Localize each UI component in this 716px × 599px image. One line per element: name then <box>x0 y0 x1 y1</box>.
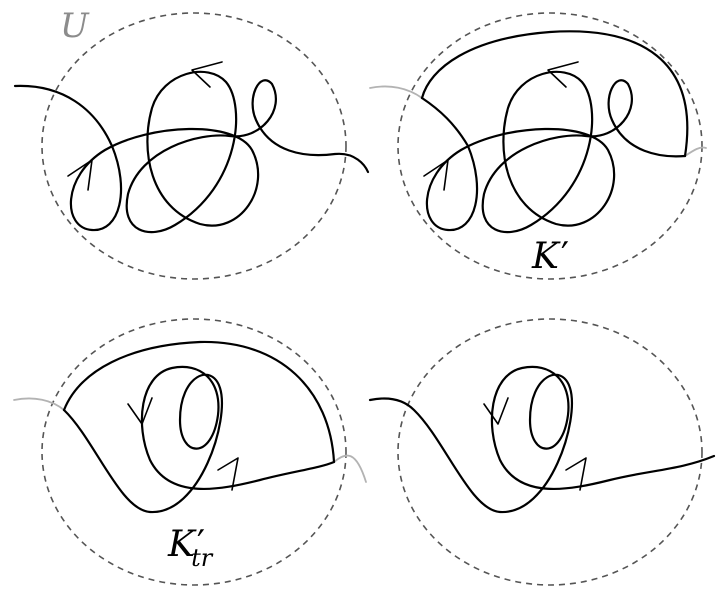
label-main: K <box>167 524 197 565</box>
panel-bottom-left: K′tr <box>13 318 367 586</box>
direction-arrow <box>217 457 239 491</box>
label-subscript: tr <box>191 544 214 572</box>
neighborhood-boundary <box>397 12 703 280</box>
label-prime: ′ <box>561 236 569 277</box>
panel-top-left: U <box>13 6 370 280</box>
closing-arc <box>420 30 689 158</box>
label-prime: ′ <box>197 524 205 565</box>
direction-arrow <box>127 397 153 425</box>
panel-label-K-prime-tr: K′tr <box>167 524 214 572</box>
knot-tangle <box>13 70 370 234</box>
outside-strand-left <box>369 85 423 99</box>
panel-bottom-right <box>368 318 716 586</box>
knot-K-prime-tr <box>62 365 336 514</box>
direction-arrow <box>565 457 587 491</box>
panel-top-right: K′ <box>369 12 707 280</box>
label-main: K <box>531 236 561 277</box>
knot-simplified <box>368 365 716 514</box>
neighborhood-boundary <box>41 318 347 586</box>
panel-label-U: U <box>60 6 90 46</box>
closing-arc <box>62 340 336 464</box>
outside-strand-right <box>333 454 367 483</box>
direction-arrow <box>67 159 93 191</box>
label-main: U <box>60 6 90 46</box>
direction-arrow <box>423 159 449 191</box>
outside-strand-right <box>684 146 707 157</box>
neighborhood-U-boundary <box>41 12 347 280</box>
direction-arrow <box>547 61 579 88</box>
direction-arrow <box>191 61 223 88</box>
outside-strand-left <box>13 397 65 411</box>
neighborhood-boundary <box>397 318 703 586</box>
direction-arrow <box>483 397 509 425</box>
panel-label-K-prime: K′ <box>531 236 569 277</box>
knot-K-prime <box>420 70 687 234</box>
